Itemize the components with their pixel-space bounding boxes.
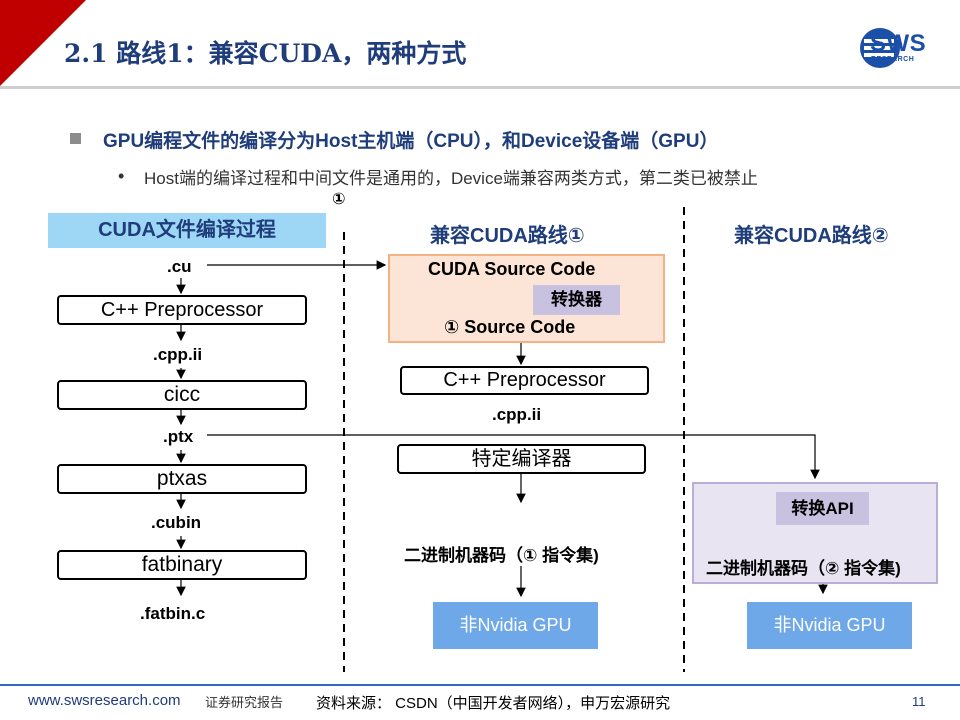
route1-preprocessor-box: C++ Preprocessor (400, 366, 649, 395)
header-accent-triangle (0, 0, 86, 86)
column-header-cuda-compile: CUDA文件编译过程 (48, 213, 326, 248)
converter-tag: 转换器 (533, 285, 620, 315)
sws-logo-icon (860, 28, 900, 68)
file-cu: .cu (167, 257, 192, 276)
file-ptx: .ptx (163, 427, 194, 446)
footer-url-link[interactable]: www.swsresearch.com (28, 692, 181, 709)
column-header-route2: 兼容CUDA路线② (734, 225, 889, 247)
converter-api-tag: 转换API (776, 492, 869, 525)
route2-gpu-box: 非Nvidia GPU (747, 602, 912, 649)
route1-machine-code: 二进制机器码（① 指令集) (404, 546, 599, 565)
cuda-source-label: CUDA Source Code (428, 259, 596, 279)
file-fatbin-c: .fatbin.c (140, 604, 206, 623)
slide-header (0, 0, 960, 89)
slide-title: 2.1 路线1：兼容CUDA，两种方式 (64, 39, 467, 68)
route1-marker: ① (332, 191, 346, 208)
page-number: 11 (912, 694, 926, 709)
route1-gpu-box: 非Nvidia GPU (433, 602, 598, 649)
preprocessor-box: C++ Preprocessor (57, 295, 307, 325)
footer-divider (0, 684, 960, 686)
main-bullet-text: GPU编程文件的编译分为Host主机端（CPU），和Device设备端（GPU） (103, 131, 719, 152)
logo-subtext: RESEARCH (871, 56, 915, 63)
file-cubin: .cubin (151, 513, 202, 532)
column-header-route1: 兼容CUDA路线① (430, 225, 585, 247)
footer-report-tag: 证券研究报告 (205, 695, 284, 710)
bullet-square-icon (70, 133, 81, 144)
cicc-box: cicc (57, 380, 307, 410)
ptxas-box: ptxas (57, 464, 307, 494)
sub-bullet-text: Host端的编译过程和中间文件是通用的，Device端兼容两类方式，第二类已被禁… (144, 169, 758, 188)
specific-compiler-box: 特定编译器 (397, 444, 646, 474)
route2-machine-code: 二进制机器码（② 指令集) (706, 559, 901, 578)
route1-source-code: ① Source Code (444, 317, 576, 337)
footer-source: 资料来源： CSDN（中国开发者网络），申万宏源研究 (316, 695, 671, 712)
sub-bullet-dot-icon: • (118, 166, 125, 186)
route1-file-cpp-ii: .cpp.ii (492, 405, 542, 424)
logo-wordmark: SWS (870, 30, 927, 57)
file-cpp-ii: .cpp.ii (153, 345, 203, 364)
fatbinary-box: fatbinary (57, 550, 307, 580)
